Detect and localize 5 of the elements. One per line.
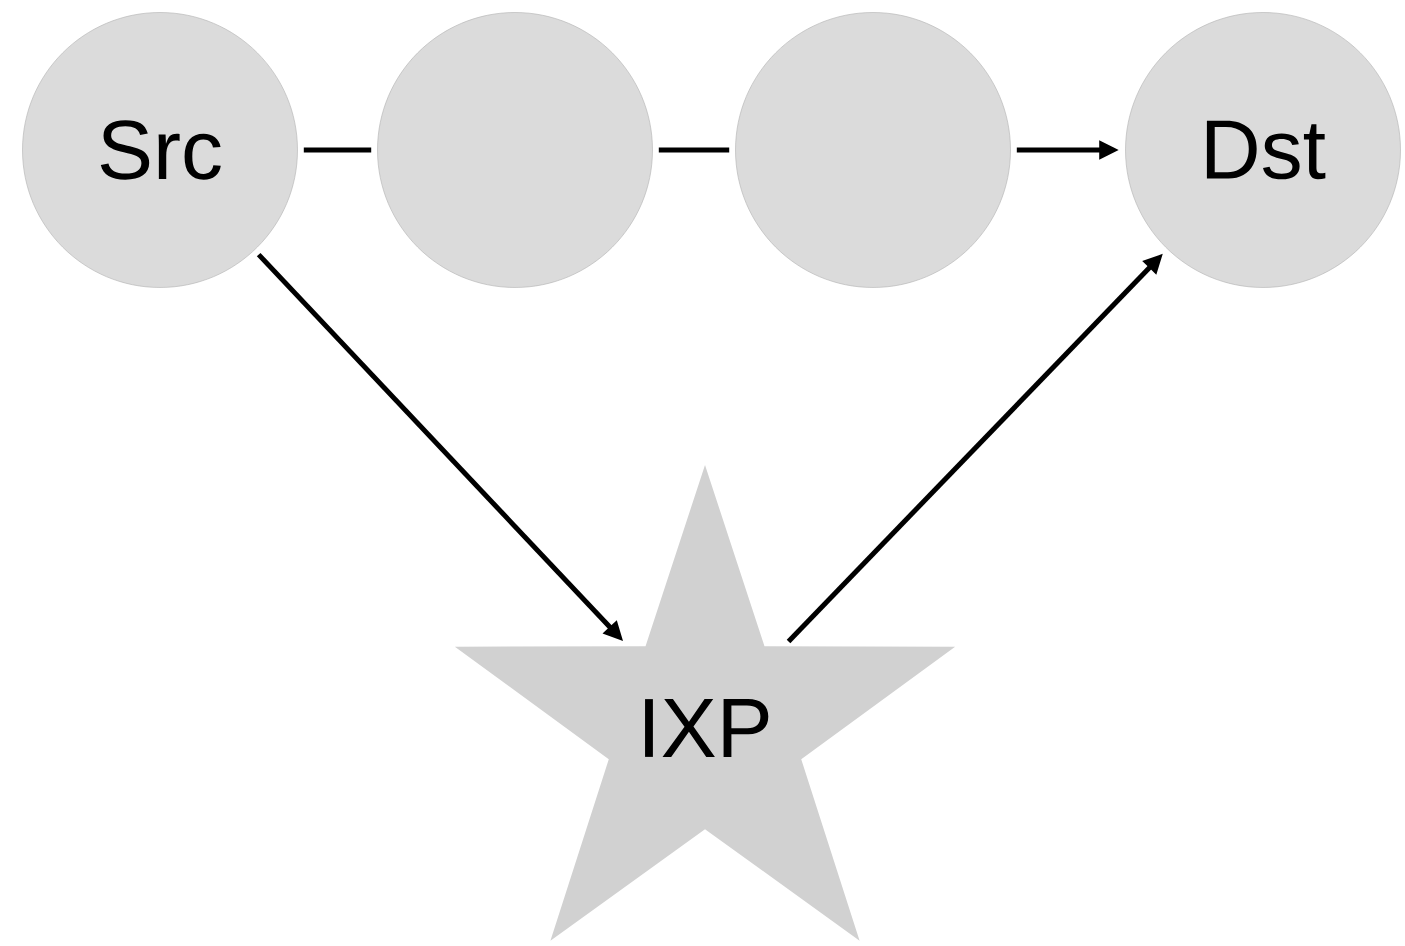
circle-node: Dst — [1125, 12, 1401, 288]
circle-node: Src — [22, 12, 298, 288]
star-node: IXP — [454, 465, 956, 941]
circle-node — [735, 12, 1011, 288]
circle-node — [377, 12, 653, 288]
